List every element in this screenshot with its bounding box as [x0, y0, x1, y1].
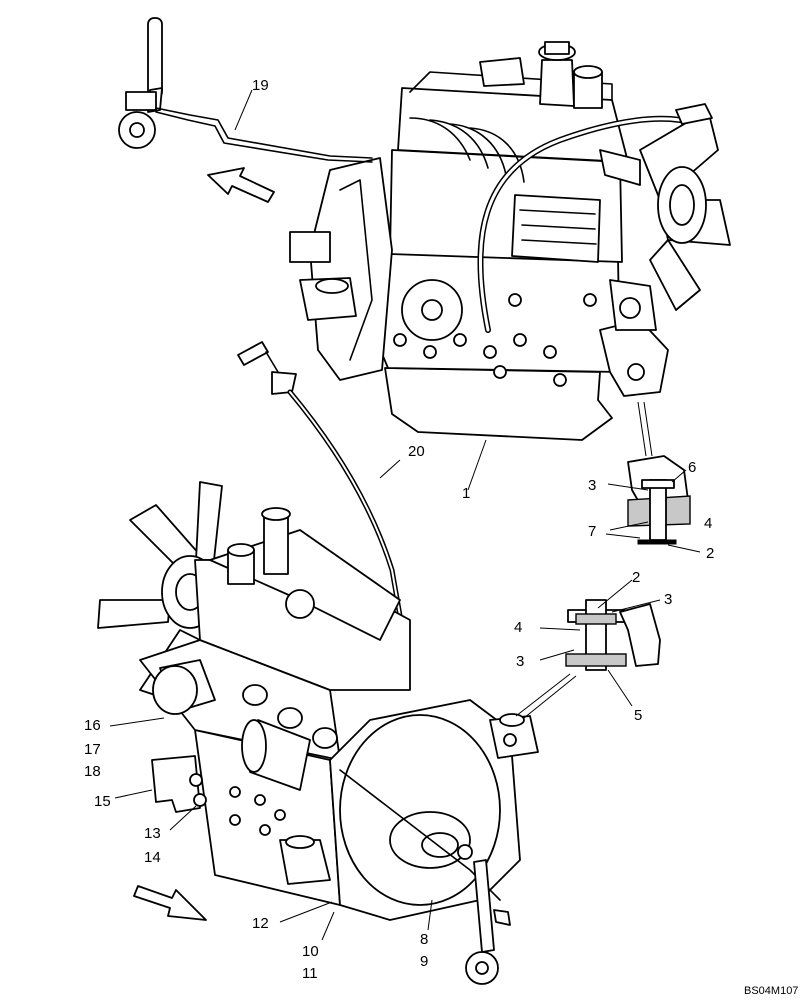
callout-13: 13	[144, 825, 161, 842]
callout-9: 9	[420, 953, 428, 970]
engine-bottom-assembly	[97, 481, 539, 985]
callout-1: 1	[462, 485, 470, 502]
oil-pan	[384, 367, 613, 441]
lower-block-bolts	[229, 786, 286, 836]
callout-7: 7	[588, 523, 596, 540]
arrow-upper-left	[207, 167, 275, 203]
cooling-fan	[599, 109, 731, 311]
callout-20: 20	[408, 443, 425, 460]
left-engine-mount	[289, 231, 357, 321]
mount-plate-15	[151, 755, 201, 813]
callout-4-b: 4	[514, 619, 522, 636]
callout-5: 5	[634, 707, 642, 724]
detail-mount-a	[627, 401, 691, 545]
callout-16: 16	[84, 717, 101, 734]
speed-lever	[339, 769, 511, 985]
callout-4-a: 4	[704, 515, 712, 532]
callout-19: 19	[252, 77, 269, 94]
oil-filler	[539, 59, 575, 107]
throttle-lever-19	[118, 17, 373, 163]
engine-top-assembly	[289, 41, 731, 441]
callout-labels: 19 20 1 3 6 4 7 2 2 3 4 3 5 16 17 18 15 …	[84, 77, 714, 982]
right-mount-lower	[489, 713, 539, 759]
front-mount-lower	[279, 835, 331, 885]
callout-11: 11	[302, 965, 318, 982]
callout-17: 17	[84, 741, 101, 758]
callout-10: 10	[302, 943, 319, 960]
figure-code: BS04M107	[744, 985, 798, 997]
manifold-ports	[242, 684, 338, 749]
callout-8: 8	[420, 931, 428, 948]
injection-pump	[511, 194, 601, 263]
flywheel-housing	[309, 157, 393, 381]
flywheel-housing-lower	[329, 699, 521, 921]
callout-18: 18	[84, 763, 101, 780]
callout-2-b: 2	[632, 569, 640, 586]
callout-12: 12	[252, 915, 269, 932]
block-bolts	[393, 293, 597, 387]
callout-leaders	[109, 89, 701, 941]
arrow-lower-left	[133, 885, 207, 921]
callout-6: 6	[688, 459, 696, 476]
callout-14: 14	[144, 849, 161, 866]
callout-2-a: 2	[706, 545, 714, 562]
detail-mount-b	[515, 599, 661, 719]
callout-3-b: 3	[664, 591, 672, 608]
direction-arrows	[133, 167, 275, 921]
callout-3-a: 3	[588, 477, 596, 494]
callout-3-c: 3	[516, 653, 524, 670]
dipstick-tube-20	[237, 341, 409, 653]
right-engine-mount	[599, 319, 669, 397]
callout-15: 15	[94, 793, 111, 810]
